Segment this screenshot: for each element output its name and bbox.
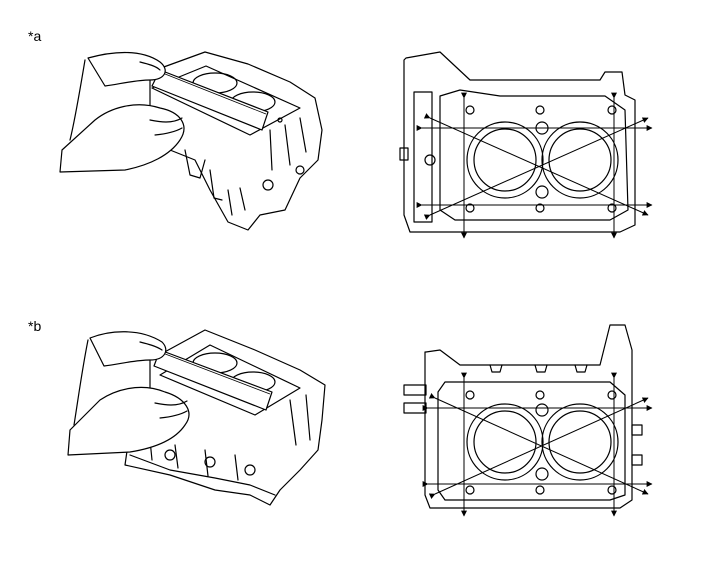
label-b: *b	[28, 318, 42, 334]
block-deck-top-view-b	[403, 324, 653, 517]
straightedge-measurement-illustration-b	[67, 329, 326, 506]
label-a: *a	[28, 28, 42, 44]
straightedge-measurement-illustration-a	[59, 51, 323, 231]
block-deck-top-view-a	[399, 51, 653, 239]
